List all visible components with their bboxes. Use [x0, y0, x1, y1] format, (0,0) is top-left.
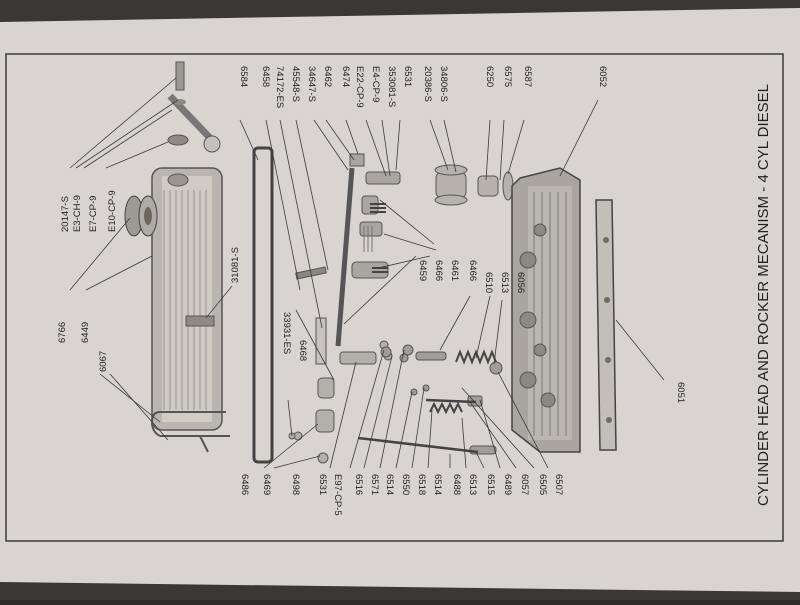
part-label: 6458 — [260, 66, 271, 87]
diagram-title: CYLINDER HEAD AND ROCKER MECANISM - 4 CY… — [755, 84, 772, 506]
valve-cover — [151, 167, 223, 431]
part-label: 353081-S — [386, 66, 397, 107]
part-label: 20147-S — [60, 196, 71, 232]
part-label: 6587 — [522, 66, 533, 87]
part-label: E4-CP-9 — [370, 66, 381, 102]
part-label: 6505 — [537, 474, 548, 495]
part-label: 6488 — [451, 474, 462, 495]
part-label: 6052 — [597, 66, 608, 87]
part-label: 6510 — [483, 272, 494, 293]
rocker-arms — [349, 153, 401, 279]
part-label: 6461 — [449, 260, 460, 281]
part-label: 31081-S — [230, 247, 241, 283]
part-label: 6514 — [432, 474, 443, 495]
part-label: 6468 — [297, 340, 308, 361]
part-label: 6518 — [416, 474, 427, 495]
part-label: 6513 — [499, 272, 510, 293]
cylinder-head — [511, 167, 581, 453]
drawing-frame — [5, 53, 784, 542]
part-label: 6051 — [675, 382, 686, 403]
valve-cover-gasket — [252, 146, 274, 464]
part-label: 6584 — [238, 66, 249, 87]
part-label: 6550 — [400, 474, 411, 495]
part-label: 6466 — [467, 260, 478, 281]
paper-sheet — [0, 8, 800, 592]
valve-springs — [370, 203, 497, 415]
part-label: 6056 — [515, 272, 526, 293]
part-label: 6474 — [340, 66, 351, 87]
part-label: 6486 — [239, 474, 250, 495]
part-label: E10-CP-9 — [107, 190, 118, 232]
part-label: 6250 — [484, 66, 495, 87]
head-gasket — [595, 199, 617, 451]
part-label: E7-CP-9 — [88, 196, 99, 232]
part-label: 6575 — [502, 66, 513, 87]
part-label: 33931-ES — [281, 312, 292, 354]
part-label: 6057 — [519, 474, 530, 495]
part-label: 6531 — [317, 474, 328, 495]
part-labels: 6584 6458 74172-ES 45548-S 34647-S 6462 … — [57, 66, 686, 516]
part-label: 6531 — [402, 66, 413, 87]
part-label: 6449 — [80, 322, 91, 343]
leader-lines — [69, 77, 665, 469]
part-label: 6766 — [57, 322, 68, 343]
part-label: 45548-S — [290, 66, 301, 102]
part-label: 6469 — [261, 474, 272, 495]
part-label: 6466 — [433, 260, 444, 281]
part-label: E3-CH-9 — [72, 195, 83, 232]
part-label: 6459 — [417, 260, 428, 281]
part-label: 6514 — [384, 474, 395, 495]
pushrods — [357, 398, 479, 454]
part-label: 6515 — [485, 474, 496, 495]
part-label: 34647-S — [306, 66, 317, 102]
part-label: 34806-S — [438, 66, 449, 102]
part-label: 6462 — [322, 66, 333, 87]
part-label: 6513 — [467, 474, 478, 495]
part-label: 6498 — [290, 474, 301, 495]
breather-tubes — [150, 411, 230, 453]
rocker-arm-top — [167, 61, 221, 153]
part-label: E22-CP-9 — [354, 66, 365, 108]
part-label: 6489 — [502, 474, 513, 495]
oil-filler-cap — [124, 195, 158, 237]
part-label: 74172-ES — [274, 66, 285, 108]
part-label: 6067 — [98, 351, 109, 372]
part-label: 6507 — [553, 474, 564, 495]
part-label: E97-CP-5 — [332, 474, 343, 516]
part-label: 6571 — [369, 474, 380, 495]
part-label: 20386-S — [422, 66, 433, 102]
part-label: 6516 — [353, 474, 364, 495]
